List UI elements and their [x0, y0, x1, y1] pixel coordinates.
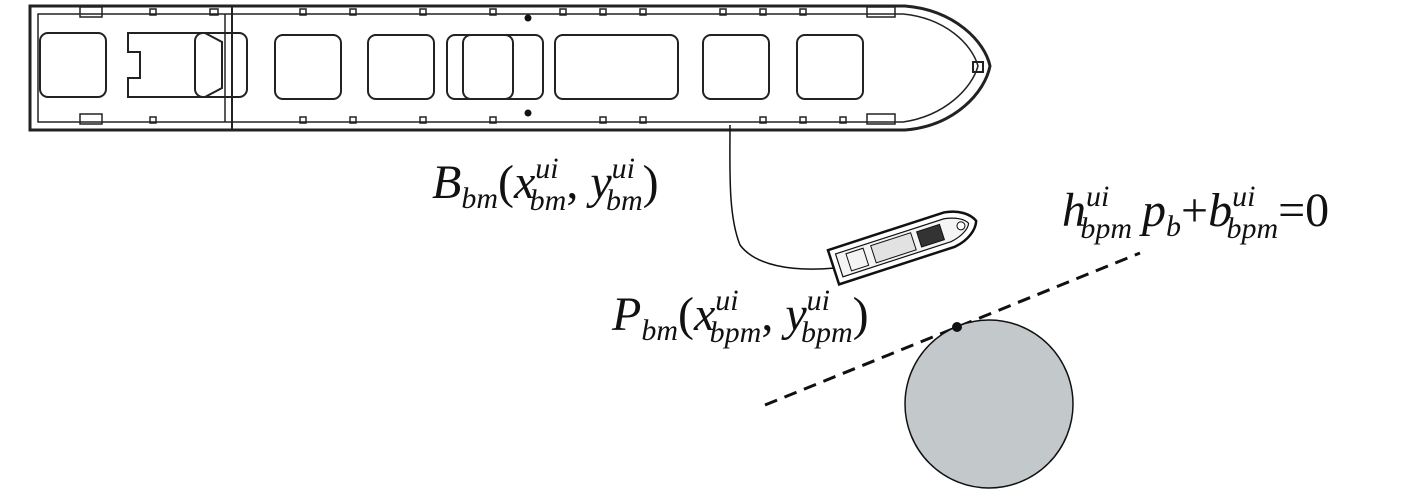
tangent-line: [764, 251, 1141, 407]
mooring-point-top: [524, 14, 532, 22]
hatch-1: [39, 32, 107, 98]
hatch-8: [796, 34, 864, 100]
hatch-3: [367, 34, 435, 100]
hatch-6: [554, 34, 679, 100]
obstacle-circle: [904, 319, 1074, 489]
tug-boat: [826, 210, 978, 286]
mooring-point-bm: [524, 109, 532, 117]
hatch-7: [702, 34, 770, 100]
deckhouse: [127, 32, 223, 98]
ship-hull-inner: [37, 13, 979, 123]
ship-hull-outline: [28, 4, 992, 132]
tow-rope: [729, 124, 836, 270]
deck-fittings: [79, 6, 896, 125]
hatch-5: [462, 34, 544, 100]
hatch-4: [446, 34, 514, 100]
hatch-2: [274, 34, 342, 100]
tangent-point-p: [952, 322, 962, 332]
large-ship: [28, 4, 992, 132]
